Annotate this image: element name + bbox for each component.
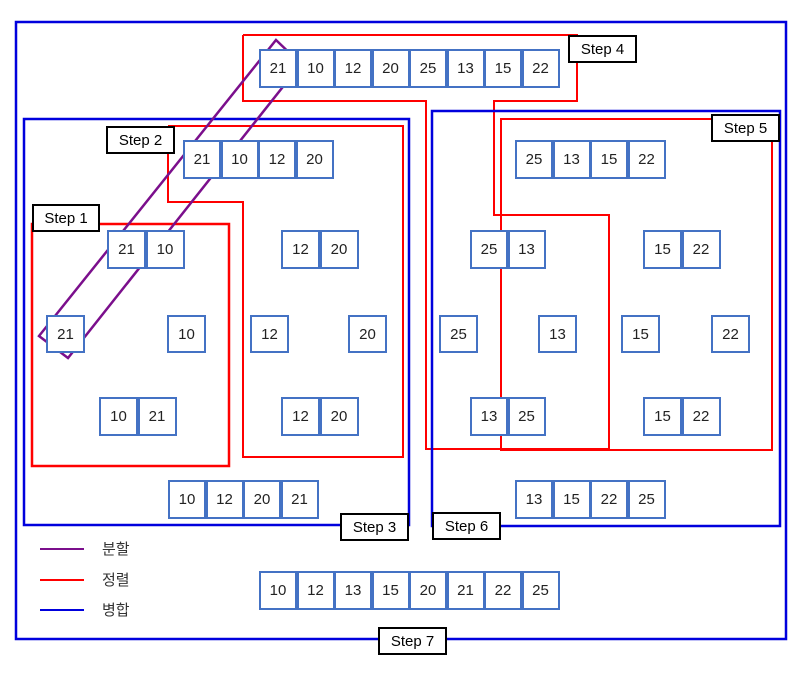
merged-right-cell-22: 22 (590, 480, 628, 519)
step5-right-half-cell-15: 15 (590, 140, 628, 179)
merged-left-cell-20: 20 (243, 480, 281, 519)
cell-single-20: 20 (348, 315, 387, 353)
sorted-pair-12-20-cell-12: 12 (281, 397, 320, 436)
step5-label: Step 5 (711, 114, 780, 142)
step3-merge-box (22, 117, 411, 527)
final-array-cell-25: 25 (521, 571, 560, 610)
cell-single-10: 10 (167, 315, 206, 353)
cell-single-13: 13 (538, 315, 577, 353)
step2-sort-outline (167, 125, 404, 458)
top-array-cell-25: 25 (409, 49, 447, 88)
step1-sort-outline (30, 222, 231, 468)
pair-12-20-cell-12: 12 (281, 230, 320, 269)
step2-left-half-cell-20: 20 (295, 140, 334, 179)
sorted-pair-10-21-cell-21: 21 (137, 397, 177, 436)
legend-merge-line (40, 609, 84, 611)
cell-single-25: 25 (439, 315, 478, 353)
pair-12-20-cell-20: 20 (319, 230, 359, 269)
pair-21-10-cell-10: 10 (145, 230, 185, 269)
legend-sort-label: 정렬 (102, 572, 130, 589)
sorted-pair-13-25-cell-13: 13 (470, 397, 508, 436)
merged-right-cell-13: 13 (515, 480, 553, 519)
step6-merge-box (430, 109, 782, 528)
merged-left-cell-21: 21 (280, 480, 319, 519)
pair-25-13-cell-25: 25 (470, 230, 508, 269)
step2-label: Step 2 (106, 126, 175, 154)
step6-label: Step 6 (432, 512, 501, 540)
final-array-cell-20: 20 (409, 571, 447, 610)
merged-right-cell-15: 15 (552, 480, 591, 519)
step2-left-half-cell-21: 21 (183, 140, 221, 179)
step7-merge-box (14, 20, 788, 641)
final-array-cell-22: 22 (484, 571, 522, 610)
top-array-cell-12: 12 (334, 49, 372, 88)
cell-single-21: 21 (46, 315, 85, 353)
cell-single-12: 12 (250, 315, 289, 353)
top-array-cell-15: 15 (484, 49, 522, 88)
step5-right-half-cell-25: 25 (515, 140, 553, 179)
merged-left-cell-10: 10 (168, 480, 206, 519)
step4-sort-outline (242, 34, 610, 450)
legend-split-label: 분할 (102, 541, 130, 558)
sorted-pair-10-21-cell-10: 10 (99, 397, 138, 436)
pair-25-13-cell-13: 13 (507, 230, 546, 269)
legend-sort-line (40, 579, 84, 581)
pair-15-22-cell-15: 15 (643, 230, 682, 269)
top-array-cell-10: 10 (296, 49, 335, 88)
final-array-cell-15: 15 (371, 571, 410, 610)
pair-15-22-cell-22: 22 (681, 230, 721, 269)
final-array-cell-12: 12 (296, 571, 335, 610)
top-array-cell-20: 20 (371, 49, 410, 88)
top-array-cell-21: 21 (259, 49, 297, 88)
sorted-pair-15-22-cell-22: 22 (681, 397, 721, 436)
final-array-cell-10: 10 (259, 571, 297, 610)
sorted-pair-13-25-cell-25: 25 (507, 397, 546, 436)
top-array-cell-13: 13 (446, 49, 485, 88)
step2-left-half-cell-12: 12 (258, 140, 296, 179)
cell-single-22: 22 (711, 315, 750, 353)
final-array-cell-21: 21 (446, 571, 485, 610)
merged-left-cell-12: 12 (205, 480, 244, 519)
sorted-pair-12-20-cell-20: 20 (319, 397, 359, 436)
cell-single-15: 15 (621, 315, 660, 353)
step1-label: Step 1 (32, 204, 100, 232)
legend-merge-label: 병합 (102, 602, 130, 619)
sorted-pair-15-22-cell-15: 15 (643, 397, 682, 436)
step5-sort-outline (500, 118, 773, 451)
pair-21-10-cell-21: 21 (107, 230, 146, 269)
step5-right-half-cell-22: 22 (627, 140, 666, 179)
step3-label: Step 3 (340, 513, 409, 541)
merged-right-cell-25: 25 (627, 480, 666, 519)
step7-label: Step 7 (378, 627, 447, 655)
legend-split-line (40, 548, 84, 550)
final-array-cell-13: 13 (334, 571, 372, 610)
step4-label: Step 4 (568, 35, 637, 63)
step5-right-half-cell-13: 13 (552, 140, 591, 179)
step2-left-half-cell-10: 10 (220, 140, 259, 179)
top-array-cell-22: 22 (521, 49, 560, 88)
